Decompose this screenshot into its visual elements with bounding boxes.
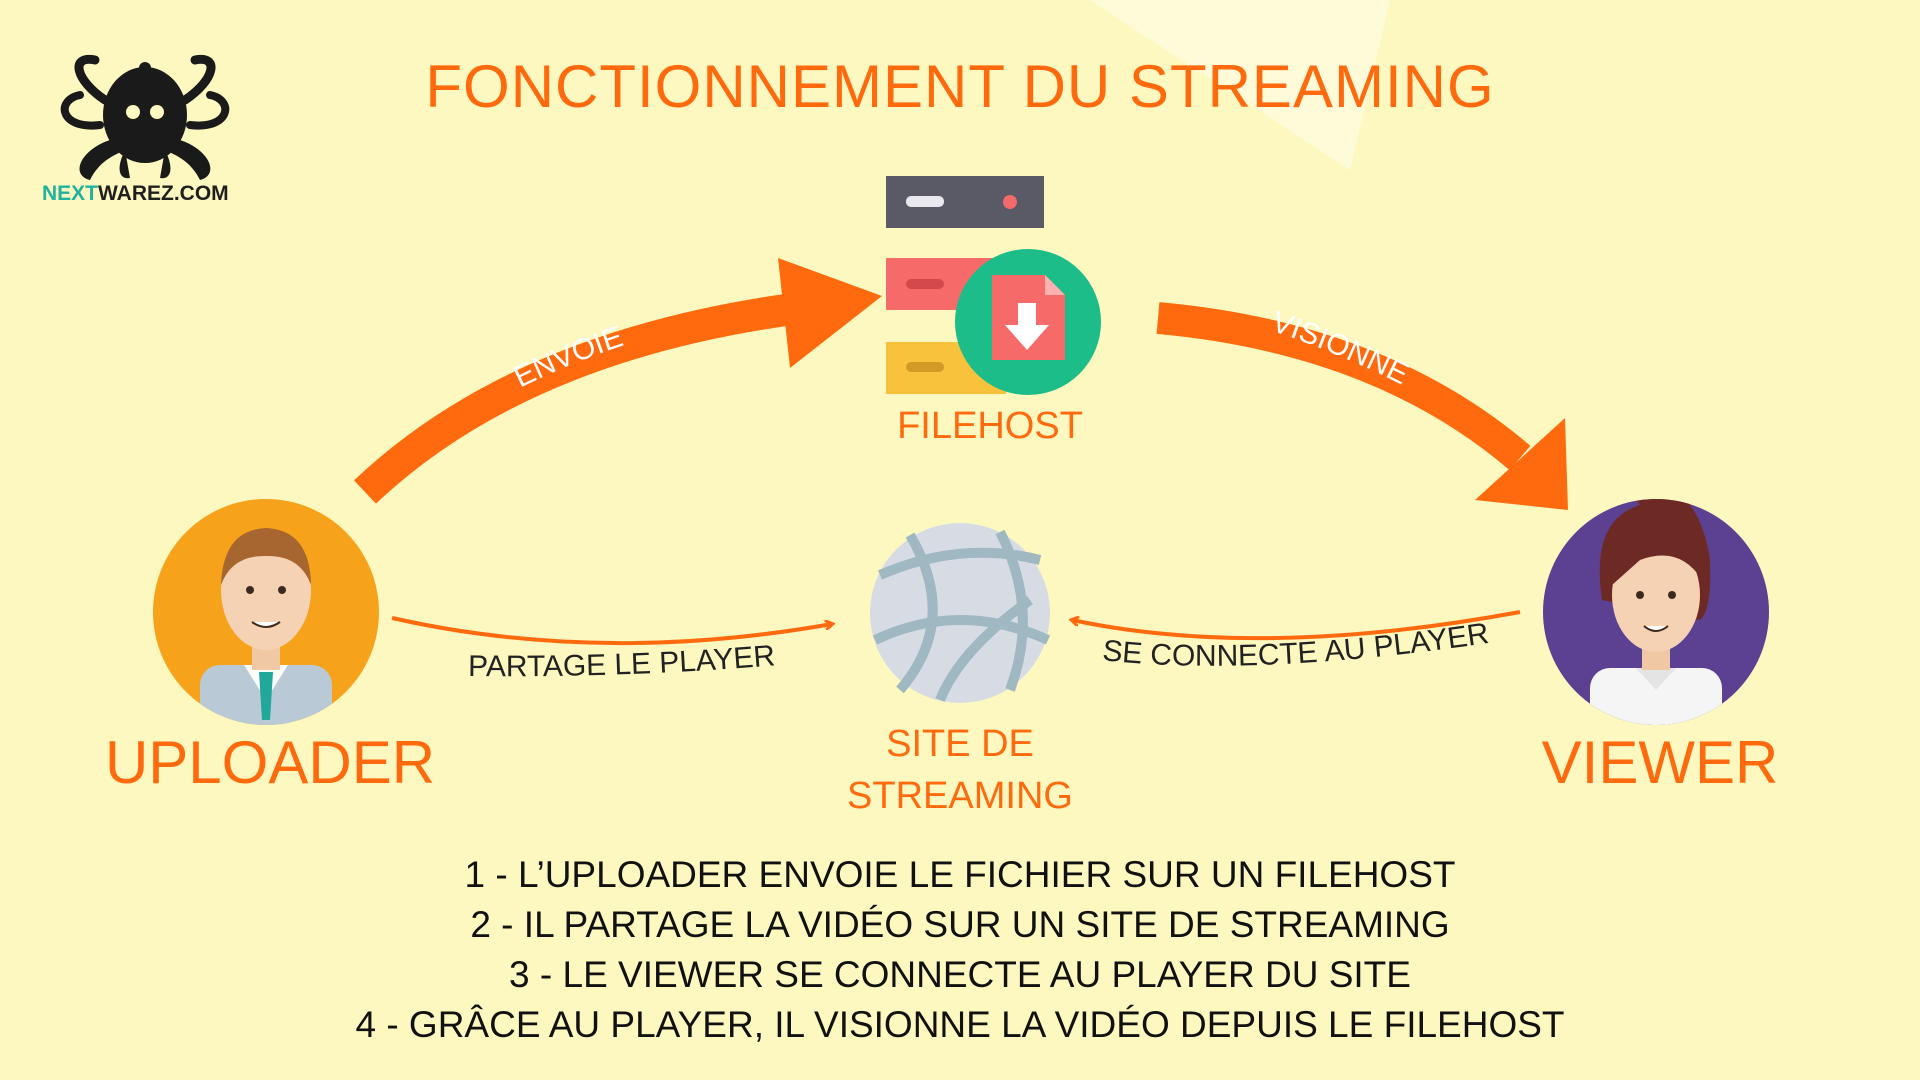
logo-brand: NEXTWAREZ.COM	[42, 182, 229, 206]
octopus-icon	[60, 54, 230, 180]
logo-brand-prefix: NEXT	[42, 182, 99, 205]
edge-label-partage: PARTAGE LE PLAYER	[468, 639, 776, 683]
streaming-site-label-line1: SITE DE	[886, 723, 1034, 765]
edge-label-connecte: SE CONNECTE AU PLAYER	[1101, 617, 1491, 673]
male-avatar-icon	[153, 499, 379, 725]
background-ray	[1090, 0, 1390, 170]
filehost-label: FILEHOST	[897, 405, 1083, 447]
step-item: 3 - LE VIEWER SE CONNECTE AU PLAYER DU S…	[509, 954, 1411, 995]
arrow-connecte	[1072, 610, 1521, 641]
diagram-title: FONCTIONNEMENT DU STREAMING	[425, 53, 1495, 120]
globe-icon	[870, 523, 1051, 703]
female-avatar-icon	[1543, 499, 1769, 725]
arrow-partage	[391, 616, 832, 646]
uploader-label: UPLOADER	[104, 729, 436, 796]
arrow-visionne	[1156, 302, 1568, 510]
streaming-site-label: SITE DE STREAMING	[780, 718, 1140, 822]
arrow-envoie	[353, 258, 882, 504]
server-download-icon	[886, 176, 1101, 395]
edge-label-envoie: ENVOIE	[509, 320, 627, 394]
step-item: 4 - GRÂCE AU PLAYER, IL VISIONNE LA VIDÉ…	[355, 1004, 1565, 1045]
step-item: 2 - IL PARTAGE LA VIDÉO SUR UN SITE DE S…	[470, 904, 1450, 945]
steps-list: 1 - L’UPLOADER ENVOIE LE FICHIER SUR UN …	[0, 850, 1920, 1050]
logo-brand-suffix: WAREZ.COM	[98, 182, 229, 205]
streaming-site-label-line2: STREAMING	[847, 775, 1073, 817]
step-item: 1 - L’UPLOADER ENVOIE LE FICHIER SUR UN …	[464, 854, 1456, 895]
viewer-label: VIEWER	[1541, 729, 1779, 796]
